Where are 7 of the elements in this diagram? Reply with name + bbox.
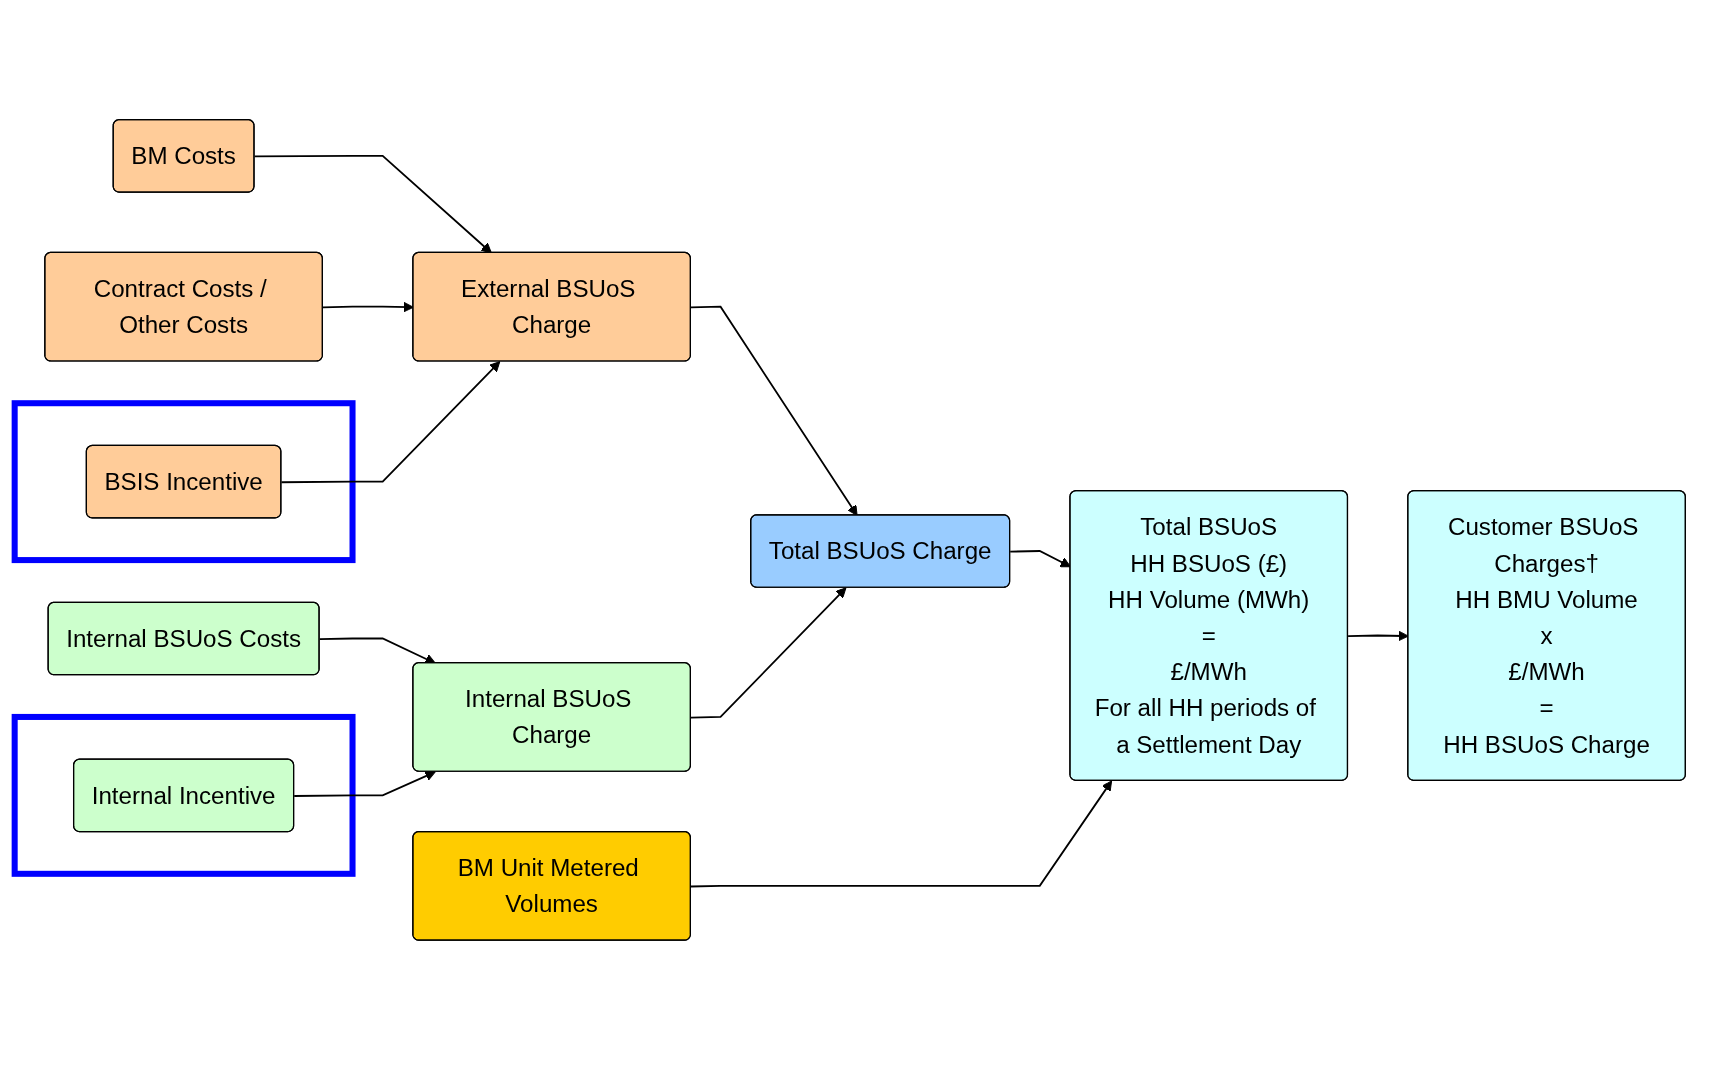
arrow xyxy=(690,305,858,516)
arrow xyxy=(280,361,501,484)
arrow xyxy=(690,587,847,719)
arrow xyxy=(690,780,1113,888)
cluster xyxy=(11,714,356,877)
arrow xyxy=(293,771,436,797)
cluster xyxy=(11,400,356,564)
